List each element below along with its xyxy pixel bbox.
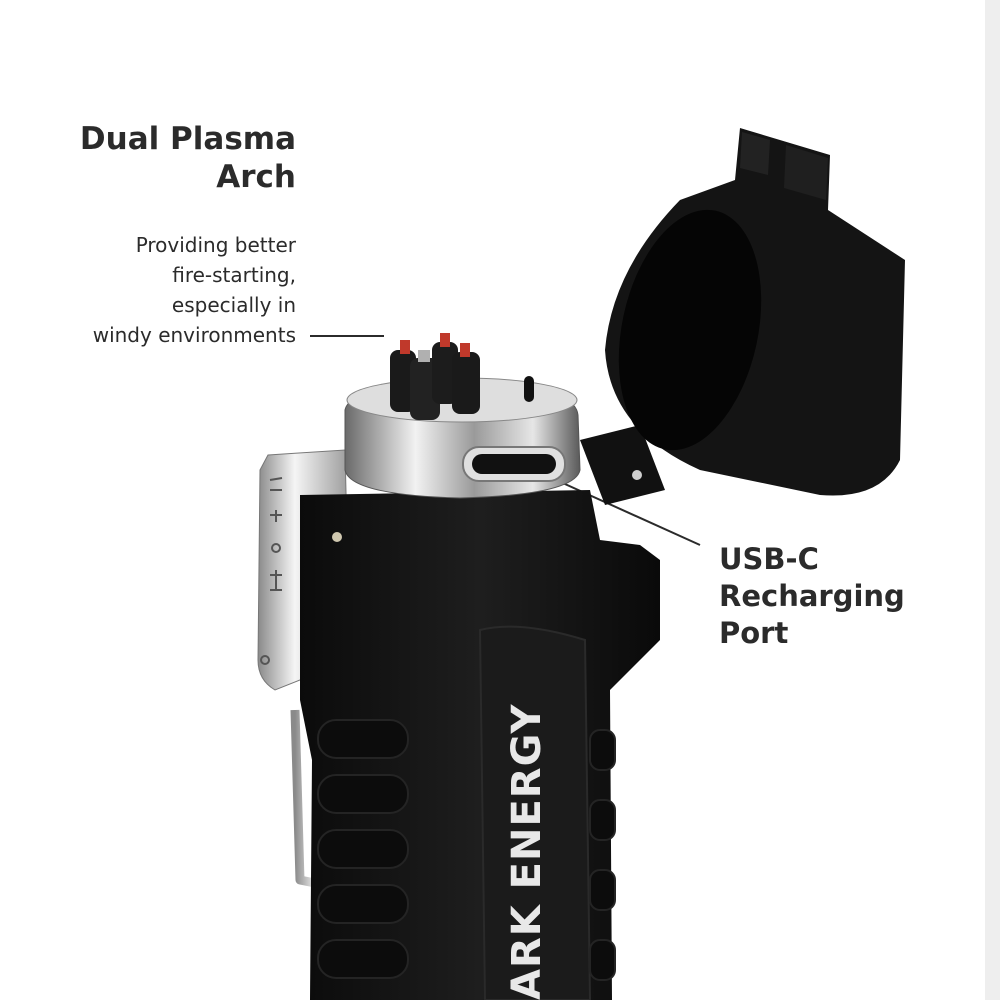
lid-hinge [580,425,665,505]
body-panel [478,625,592,1000]
body-screw [332,532,342,542]
clip-marks [260,477,283,665]
feature-usb-title-line: Recharging [719,579,905,613]
feature-arch-description-line: fire-starting, [172,263,296,287]
feature-usb-title-line: USB-C [719,542,819,576]
feature-arch-title-line: Arch [216,159,296,195]
feature-arch-description-line: especially in [171,293,296,317]
leader-line-usb [544,474,701,546]
hinge-screw [632,470,642,480]
feature-arch-description-line: windy environments [92,323,296,347]
feature-arch-description-line: Providing better [135,233,296,257]
feature-usb-title: USB-C Recharging Port [719,541,905,652]
open-lid [605,128,905,496]
grip-ridges [317,719,616,981]
feature-arch-title: Dual Plasma Arch [80,120,296,196]
plasma-electrodes [390,333,534,420]
usb-c-socket [472,454,556,474]
feature-usb-title-line: Port [719,616,789,650]
feature-arch-description: Providing better fire-starting, especial… [93,230,296,350]
feature-arch-title-line: Dual Plasma [79,121,296,157]
edge-shadow [985,0,1000,1000]
brand-text: ARK ENERGY [504,703,550,1000]
